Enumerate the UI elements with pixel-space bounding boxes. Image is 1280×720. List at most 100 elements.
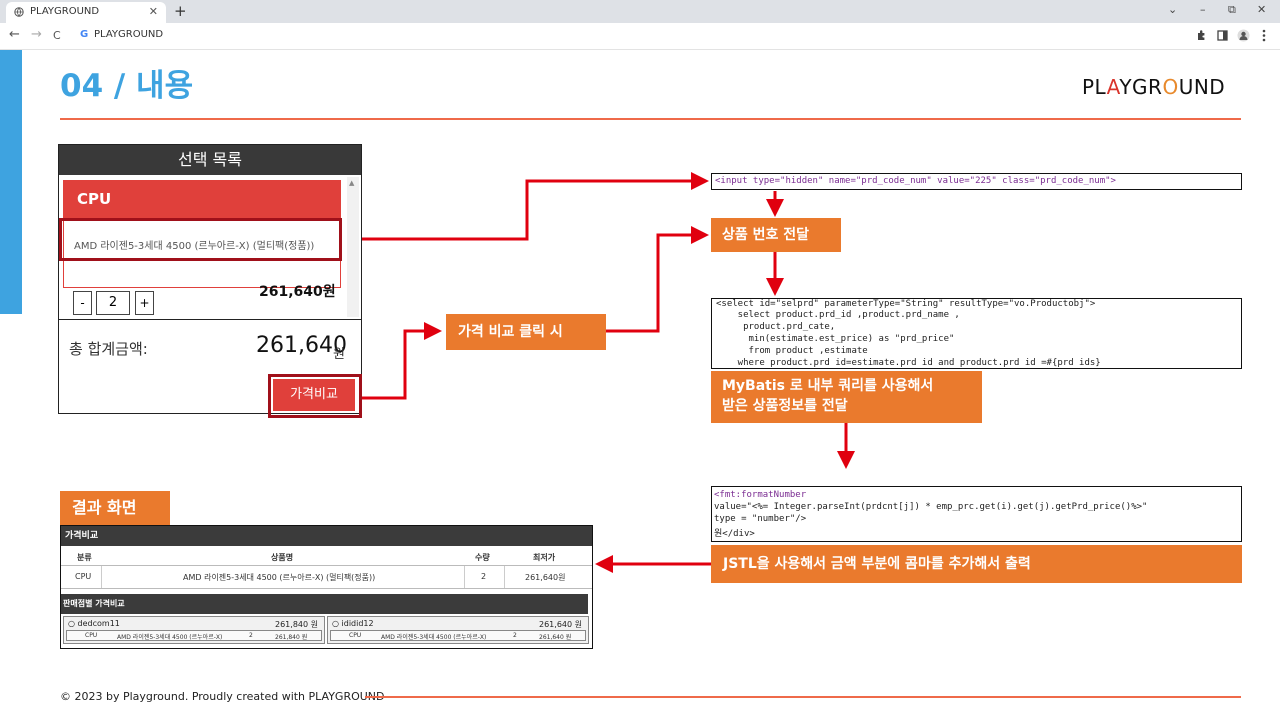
column-header: 최저가 — [533, 553, 556, 562]
row-divider — [61, 565, 592, 566]
tab-search-icon[interactable]: ⌄ — [1168, 3, 1178, 16]
seller-product: AMD 라이젠5-3세대 4500 (르누아르-X) — [117, 634, 223, 641]
minimize-button[interactable]: – — [1200, 3, 1206, 16]
panel-divider — [59, 319, 361, 320]
decrease-button[interactable]: - — [73, 291, 92, 315]
jstl-code: <fmt:formatNumber value="<%= Integer.par… — [711, 486, 1242, 542]
code-line: value="<%= Integer.parseInt(prdcnt[j]) *… — [714, 502, 1148, 512]
slide-title: 04 / 내용 — [60, 68, 194, 104]
address-bar-row: ← → C G PLAYGROUND — [0, 23, 1280, 50]
mybatis-sql-code: <select id="selprd" parameterType="Strin… — [711, 298, 1242, 369]
table-cell: CPU — [75, 572, 92, 581]
product-price: 261,640원 — [259, 284, 336, 300]
seller-section-title: 판매점별 가격비교 — [61, 594, 588, 614]
seller-qty: 2 — [513, 632, 517, 639]
code-line: where product.prd id=estimate.prd id and… — [716, 358, 1101, 368]
browser-tab[interactable]: PLAYGROUND ✕ — [6, 2, 166, 23]
col-divider — [101, 566, 102, 588]
selection-list-panel: 선택 목록 CPU AMD 라이젠5-3세대 4500 (르누아르-X) (멀티… — [58, 144, 362, 414]
code-line: <input type="hidden" name="prd_code_num"… — [715, 176, 1116, 186]
seller-price: 261,640 원 — [539, 634, 572, 641]
new-tab-button[interactable]: + — [174, 2, 187, 20]
result-panel-title: 가격비교 — [61, 526, 592, 546]
total-unit: 원 — [333, 347, 345, 362]
column-header: 상품명 — [271, 553, 294, 562]
profile-icon[interactable] — [1237, 29, 1250, 42]
back-button[interactable]: ← — [9, 27, 20, 42]
compare-price-button[interactable]: 가격비교 — [273, 379, 355, 411]
code-line: min(estimate.est_price) as "prd_price" — [716, 334, 955, 344]
seller-qty: 2 — [249, 632, 253, 639]
step-product-number: 상품 번호 전달 — [711, 218, 841, 252]
quantity-input[interactable]: 2 — [96, 291, 130, 315]
code-line: type = "number"/> — [714, 514, 807, 524]
footer-rule — [365, 696, 1241, 698]
seller-total: 261,640 원 — [539, 620, 582, 629]
tab-title: PLAYGROUND — [30, 6, 100, 17]
globe-icon — [14, 7, 24, 17]
tab-close-icon[interactable]: ✕ — [148, 5, 158, 18]
url-text: PLAYGROUND — [94, 29, 164, 40]
title-divider — [60, 118, 1241, 120]
code-line: <select id="selprd" parameterType="Strin… — [716, 299, 1096, 309]
puzzle-icon[interactable] — [1196, 30, 1207, 41]
seller-card: ○ dedcom11 261,840 원 CPU AMD 라이젠5-3세대 45… — [63, 616, 325, 644]
step-jstl: JSTL을 사용해서 금액 부분에 콤마를 추가해서 출력 — [711, 545, 1242, 583]
seller-name: ○ dedcom11 — [68, 619, 120, 628]
table-cell: 2 — [481, 572, 487, 581]
arrow-product-to-input — [341, 172, 709, 241]
column-header: 분류 — [77, 553, 92, 562]
seller-cate: CPU — [85, 632, 98, 639]
result-label: 결과 화면 — [60, 491, 170, 525]
code-line: 원</div> — [714, 529, 755, 539]
product-name: AMD 라이젠5-3세대 4500 (르누아르-X) (멀티팩(정품)) — [74, 241, 315, 252]
seller-row: CPU AMD 라이젠5-3세대 4500 (르누아르-X) 2 261,840… — [66, 630, 322, 641]
total-label: 총 합계금액: — [69, 340, 148, 358]
increase-button[interactable]: + — [135, 291, 154, 315]
quantity-stepper: - 2 + — [63, 288, 341, 316]
seller-name: ○ ididid12 — [332, 619, 374, 628]
forward-button[interactable]: → — [31, 27, 42, 42]
menu-icon[interactable] — [1262, 29, 1266, 42]
accent-side-bar — [0, 50, 22, 314]
scroll-up-icon[interactable]: ▲ — [349, 179, 355, 187]
address-input[interactable]: G PLAYGROUND — [72, 26, 1172, 45]
scrollbar[interactable]: ▲ — [347, 177, 359, 317]
total-value: 261,640 — [256, 333, 347, 358]
code-line: product.prd_cate, — [716, 322, 836, 332]
browser-tab-bar: PLAYGROUND ✕ + ⌄ – ⧉ ✕ — [0, 0, 1280, 23]
arrow-click-to-number — [606, 226, 709, 333]
seller-product: AMD 라이젠5-3세대 4500 (르누아르-X) — [381, 634, 487, 641]
selection-list-heading: 선택 목록 — [59, 145, 361, 175]
column-header: 수량 — [475, 553, 490, 562]
code-line: from product ,estimate — [716, 346, 868, 356]
step-mybatis-line1: MyBatis 로 내부 쿼리를 사용해서 — [722, 378, 934, 394]
table-cell: 261,640원 — [525, 573, 566, 582]
reload-button[interactable]: C — [53, 29, 61, 42]
col-divider — [464, 566, 465, 588]
sidepanel-icon[interactable] — [1217, 30, 1228, 41]
hidden-input-code: <input type="hidden" name="prd_code_num"… — [711, 173, 1242, 190]
seller-row: CPU AMD 라이젠5-3세대 4500 (르누아르-X) 2 261,640… — [330, 630, 586, 641]
row-divider — [61, 588, 592, 589]
result-screenshot: 가격비교 분류 상품명 수량 최저가 CPU AMD 라이젠5-3세대 4500… — [60, 525, 593, 649]
close-window-button[interactable]: ✕ — [1257, 3, 1267, 16]
seller-total: 261,840 원 — [275, 620, 318, 629]
button-highlight-box — [268, 374, 362, 418]
maximize-button[interactable]: ⧉ — [1228, 3, 1236, 16]
seller-cate: CPU — [349, 632, 362, 639]
category-header: CPU — [63, 180, 341, 218]
step-mybatis: MyBatis 로 내부 쿼리를 사용해서 받은 상품정보를 전달 — [711, 371, 982, 423]
step-mybatis-line2: 받은 상품정보를 전달 — [722, 398, 848, 414]
arrow-button-to-click — [361, 322, 442, 400]
code-line: select product.prd_id ,product.prd_name … — [716, 310, 960, 320]
footer-text: © 2023 by Playground. Proudly created wi… — [60, 690, 385, 703]
playground-logo: PLAYGROUND — [1082, 75, 1226, 99]
seller-price: 261,840 원 — [275, 634, 308, 641]
col-divider — [504, 566, 505, 588]
product-highlight-box — [59, 218, 342, 261]
google-icon: G — [80, 29, 89, 40]
step-click-compare: 가격 비교 클릭 시 — [446, 314, 606, 350]
table-cell: AMD 라이젠5-3세대 4500 (르누아르-X) (멀티팩(정품)) — [183, 573, 376, 582]
